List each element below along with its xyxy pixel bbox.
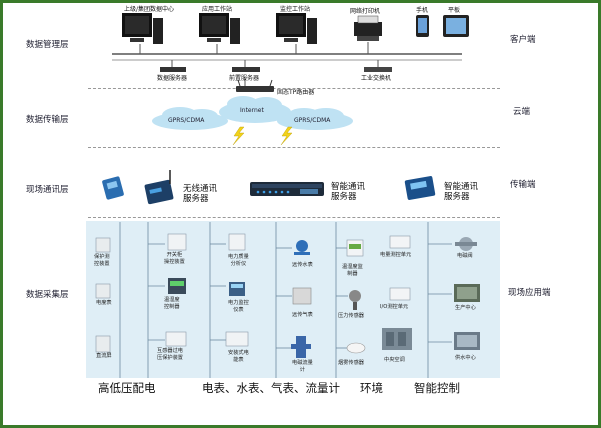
label-gprs-right: GPRS/CDMA [294,117,331,124]
end-label-field: 现场应用端 [508,288,551,298]
layer-label-management: 数据管理层 [26,40,69,50]
label-col4-0: 远传水表 [292,262,313,268]
switch-icon [364,60,392,72]
label-monitor-workstation: 监控工作站 [280,6,311,13]
label-printer: 网络打印机 [350,8,381,15]
end-label-transport: 传输端 [510,180,536,190]
label-col2-1: 温湿度 控制器 [164,297,180,310]
top-network-graphic [112,13,469,146]
label-col3-1: 电力监控 仪表 [228,300,249,313]
label-col1-2: 直流屏 [96,353,112,359]
tablet-icon [443,15,469,37]
computer-icon-monitor [276,13,317,54]
category-meters: 电表、水表、气表、流量计 [202,381,340,395]
label-col4-2: 电磁流量 计 [292,360,313,373]
label-col4-1: 远传气表 [292,312,313,318]
label-col1-0: 保护测 控装置 [94,254,110,267]
cloud-center-icon [219,96,291,123]
label-internet: Internet [240,107,264,114]
gateway-icon-small [102,176,124,200]
label-wireless-server: 无线通讯 服务器 [183,184,218,204]
server-icon-db [160,60,186,72]
label-industrial-switch: 工业交换机 [361,75,392,82]
label-col6-0: 电量测控单元 [380,252,412,258]
layer-label-collection: 数据采集层 [26,290,69,300]
label-col7-1: 生产中心 [455,305,476,311]
cloud-left-icon [152,107,228,130]
label-col1-1: 电度表 [96,300,112,306]
label-app-workstation: 应用工作站 [202,6,233,13]
lightning-icon-right [280,126,293,146]
label-col2-0: 开关柜 操控装置 [164,252,185,265]
lightning-icon-left [232,126,245,146]
label-col3-2: 安装式电 能表 [228,350,249,363]
smart-server-icon-2 [404,176,436,200]
label-col5-1: 压力传感器 [338,313,364,319]
end-label-cloud: 云端 [513,107,531,117]
cloud-right-icon [277,108,353,130]
phone-icon [416,15,429,37]
label-col6-2: 中央空调 [384,357,405,363]
label-col5-2: 烟雾传感器 [338,360,364,366]
category-environment: 环境 [360,381,383,395]
collection-bus-graphic [95,222,480,378]
separator-2 [88,147,500,148]
layer-label-transmission: 数据传输层 [26,115,69,125]
category-power-distribution: 高低压配电 [98,381,156,395]
label-col6-1: I/O测控单元 [380,304,409,310]
category-smart-control: 智能控制 [414,381,460,395]
printer-icon [354,15,382,54]
computer-icon-dc [122,13,163,54]
separator-1 [88,88,500,89]
label-db-server: 数据服务器 [157,75,188,82]
label-col3-0: 电力质量 分析仪 [228,254,249,267]
label-col7-2: 供水中心 [455,355,476,361]
label-col5-0: 温湿度监 制器 [342,264,363,277]
separator-3 [88,217,500,218]
label-gprs-left: GPRS/CDMA [168,117,205,124]
wireless-server-icon [144,170,174,205]
router-icon [236,79,274,92]
label-col7-0: 电磁阀 [457,253,473,259]
layer-label-communication: 现场通讯层 [26,185,69,195]
comm-devices-graphic [102,170,436,205]
end-label-client: 客户端 [510,35,536,45]
label-router: 固态TP路由器 [277,89,315,96]
label-frontend-server: 前置服务器 [229,75,260,82]
collection-device-icons [95,233,480,358]
label-col2-2: 互感器过电 压保护装置 [157,348,183,361]
label-smart-server-2: 智能通讯 服务器 [444,182,479,202]
smart-server-icon-1 [250,182,324,196]
computer-icon-app [199,13,240,54]
label-phone: 手机 [416,7,429,14]
label-smart-server-1: 智能通讯 服务器 [331,182,366,202]
label-dc: 上级/集团数据中心 [124,6,175,13]
label-tablet: 平板 [448,7,461,14]
